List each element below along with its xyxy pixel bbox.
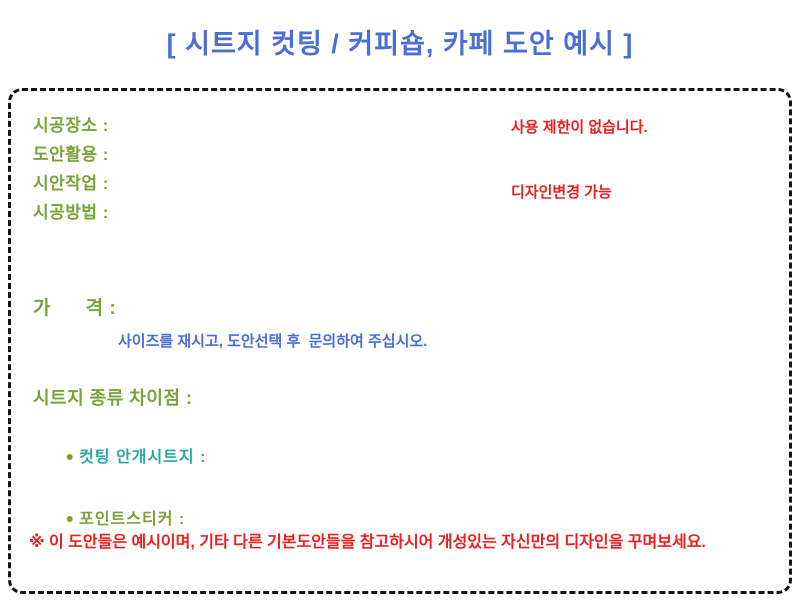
page-title: [ 시트지 컷팅 / 커피숍, 카페 도안 예시 ] (166, 29, 634, 59)
field-label-construction-method: 시공방법 : (33, 203, 109, 222)
field-label-design-usage: 도안활용 : (33, 145, 109, 164)
price-label: 가 격 : (33, 298, 117, 319)
sheet-type-item-cutting: ●컷팅 안개시트지 : (33, 425, 206, 485)
sheet-type-item-point-sticker: ●포인트스티커 : (33, 487, 185, 547)
field-label-draft-work: 시안작업 : (33, 174, 109, 193)
bullet-icon: ● (65, 510, 76, 526)
field-label-construction-site: 시공장소 : (33, 116, 109, 135)
usage-restriction-note: 사용 제한이 없습니다. (511, 119, 648, 136)
sheet-type-label-point-sticker: 포인트스티커 : (79, 511, 186, 528)
sheet-types-heading: 시트지 종류 차이점 : (33, 388, 193, 408)
sheet-type-label-cutting: 컷팅 안개시트지 : (79, 449, 207, 466)
price-instruction: 사이즈를 재시고, 도안선택 후 문의하여 주십시오. (118, 333, 428, 350)
info-panel: 시공장소 : 도안활용 : 시안작업 : 시공방법 : 사용 제한이 없습니다.… (8, 88, 792, 594)
bullet-icon: ● (65, 448, 76, 464)
design-change-note: 디자인변경 가능 (511, 184, 612, 201)
footer-note: ※ 이 도안들은 예시이며, 기타 다른 기본도안들을 참고하시어 개성있는 자… (29, 534, 706, 551)
